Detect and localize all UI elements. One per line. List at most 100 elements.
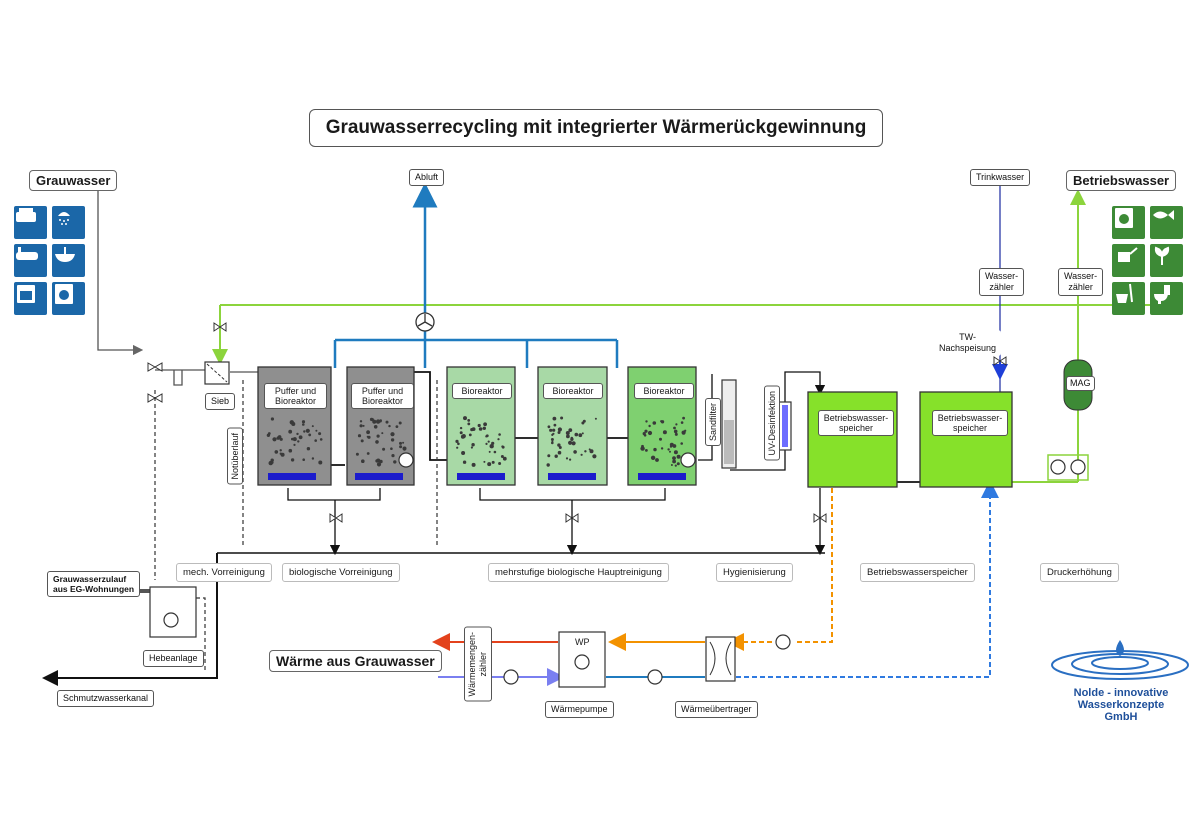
bubble xyxy=(650,455,656,460)
toilet-icon xyxy=(1150,282,1183,315)
sink-icon xyxy=(52,244,85,277)
bubble xyxy=(682,416,685,420)
bubble xyxy=(673,450,678,455)
bathtub-icon xyxy=(14,244,47,277)
mag-label: MAG xyxy=(1066,376,1095,391)
bubble xyxy=(670,464,673,466)
bubble xyxy=(660,420,663,423)
page-title: Grauwasserrecycling mit integrierter Wär… xyxy=(309,109,883,147)
bubble xyxy=(667,448,670,451)
abluft-label: Abluft xyxy=(409,169,445,186)
bubble xyxy=(653,447,657,452)
bubble xyxy=(318,432,322,436)
bubble xyxy=(502,456,507,461)
bubble xyxy=(498,433,501,436)
bubble xyxy=(478,427,483,431)
bubble xyxy=(647,430,653,436)
bubble xyxy=(470,446,473,449)
waerme-aus-grauwasser-heading: Wärme aus Grauwasser xyxy=(269,650,442,672)
stage-betriebswasserspeicher: Betriebswasserspeicher xyxy=(860,563,975,582)
bubble xyxy=(463,416,467,421)
bubble xyxy=(589,449,594,454)
bubble xyxy=(684,429,687,432)
bubble xyxy=(311,457,315,460)
bubble xyxy=(680,421,684,424)
betriebswasser-heading: Betriebswasser xyxy=(1066,170,1177,191)
bubble xyxy=(366,430,370,435)
bubble xyxy=(385,420,389,424)
bubble xyxy=(376,434,380,438)
bubble xyxy=(659,437,662,441)
bubble xyxy=(279,449,282,452)
stage-biologische-vorreinigung: biologische Vorreinigung xyxy=(282,563,400,582)
oven-icon xyxy=(14,282,47,315)
bubble xyxy=(360,439,364,443)
bubble xyxy=(359,420,363,423)
tank-1-label: Puffer und Bioreaktor xyxy=(264,383,327,409)
bubble xyxy=(306,447,311,451)
bubble xyxy=(652,421,657,425)
bubble xyxy=(467,422,471,426)
wasserzaehler-betriebswasser-label: Wasser- zähler xyxy=(1058,268,1104,296)
bubble xyxy=(552,428,556,432)
bubble xyxy=(550,438,554,441)
bubble xyxy=(491,441,495,445)
bubble xyxy=(569,458,572,461)
bubble xyxy=(485,442,488,445)
plant-icon xyxy=(1150,244,1183,277)
bubble xyxy=(390,447,393,451)
bubble xyxy=(676,454,681,459)
bubble xyxy=(552,416,557,421)
bubble xyxy=(388,424,391,428)
bubble xyxy=(487,440,490,443)
bubble xyxy=(640,446,645,451)
bubble xyxy=(288,429,293,434)
bubble xyxy=(315,429,318,432)
uv-desinfektion-label: UV-Desinfektion xyxy=(764,386,780,461)
bubble xyxy=(501,445,504,448)
bubble xyxy=(398,421,402,425)
cleaning-bucket-icon xyxy=(1112,282,1145,315)
bubble xyxy=(566,434,570,439)
tank-2-label: Puffer und Bioreaktor xyxy=(351,383,414,409)
bubble xyxy=(672,456,676,460)
hebeanlage-label: Hebeanlage xyxy=(143,650,204,667)
bubble xyxy=(643,434,647,437)
bubble xyxy=(660,447,664,450)
bubble xyxy=(557,427,563,432)
bubble xyxy=(582,419,586,423)
bubble xyxy=(552,432,555,435)
bubble xyxy=(551,440,554,443)
bubble xyxy=(568,440,573,445)
bubble xyxy=(373,425,378,429)
storage-tank-1 xyxy=(807,391,898,488)
bubble xyxy=(381,432,384,435)
bubble xyxy=(456,446,459,449)
bubble xyxy=(308,433,312,437)
bubble xyxy=(272,437,277,442)
bubble xyxy=(280,452,285,457)
waermeuebertrager-label: Wärmeübertrager xyxy=(675,701,758,718)
bubble xyxy=(645,420,648,423)
bubble xyxy=(399,445,403,449)
dishwasher-icon xyxy=(14,206,47,239)
bubble xyxy=(359,424,363,428)
watering-can-icon xyxy=(1112,244,1145,277)
bubble xyxy=(298,435,303,440)
bubble xyxy=(497,438,500,441)
stage-hauptreinigung: mehrstufige biologische Hauptreinigung xyxy=(488,563,669,582)
bubble xyxy=(288,448,293,453)
fish-icon xyxy=(1150,206,1183,239)
bubble xyxy=(402,441,405,444)
bubble xyxy=(592,454,597,459)
bubble xyxy=(390,432,395,437)
bubble xyxy=(471,462,476,467)
company-logo-text: Nolde - innovative Wasserkonzepte GmbH xyxy=(1073,687,1169,723)
bubble xyxy=(366,435,369,438)
bubble xyxy=(674,464,677,467)
bubble xyxy=(493,450,497,454)
bubble xyxy=(291,422,296,426)
bubble xyxy=(581,432,584,435)
bubble xyxy=(461,451,466,455)
bubble xyxy=(549,428,553,432)
